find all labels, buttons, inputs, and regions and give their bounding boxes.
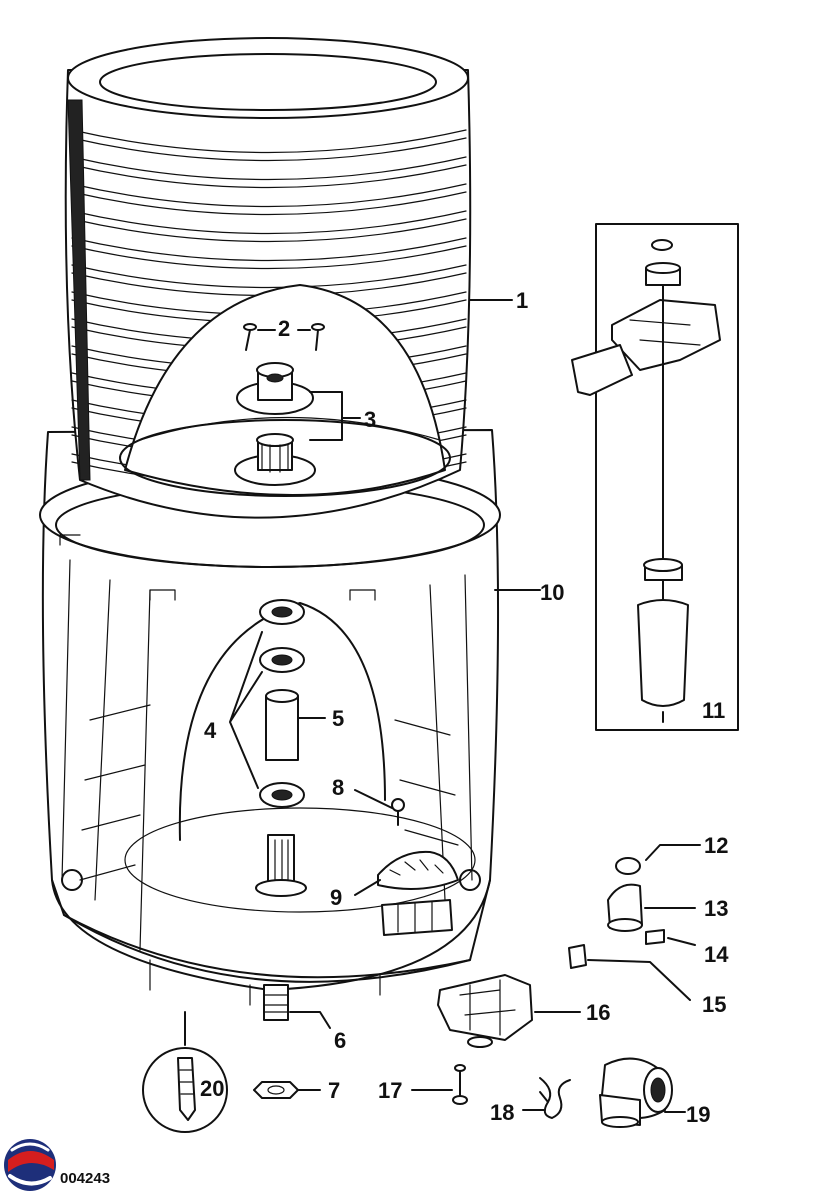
basket-rib: [71, 191, 467, 216]
basket-rib: [71, 129, 467, 154]
part-label-9: 9: [330, 885, 342, 910]
pump-and-fittings: [437, 857, 665, 1048]
part-label-6: 6: [334, 1028, 346, 1053]
water-level-switch-assembly: [571, 223, 739, 731]
basket-rib: [71, 264, 467, 289]
part-label-7: 7: [328, 1078, 340, 1103]
part-label-10: 10: [540, 580, 564, 605]
part-label-4: 4: [204, 718, 217, 743]
basket-rib: [71, 218, 467, 243]
drive-hub-and-coupling: [234, 362, 316, 486]
basket-rib: [71, 210, 467, 235]
part-label-20: 20: [200, 1076, 224, 1101]
part-label-17: 17: [378, 1078, 402, 1103]
small-parts-left: [142, 984, 299, 1133]
inner-basket: [64, 37, 472, 519]
basket-rib: [71, 237, 467, 262]
part-label-16: 16: [586, 1000, 610, 1025]
basket-rib: [71, 245, 467, 270]
part-label-19: 19: [686, 1102, 710, 1127]
part-label-15: 15: [702, 992, 726, 1017]
document-number: 004243: [60, 1170, 110, 1187]
part-label-1: 1: [516, 288, 528, 313]
part-label-3: 3: [364, 407, 376, 432]
part-label-14: 14: [704, 942, 729, 967]
hardware-bottom-right: [452, 1057, 673, 1128]
part-label-13: 13: [704, 896, 728, 921]
basket-rib: [71, 183, 467, 208]
part-labels: 1 2 3 4 5 6 7 8 9 10 11 12 13 14 15 16 1…: [200, 288, 729, 1127]
part-label-11: 11: [702, 698, 725, 723]
bearings-and-tube: [255, 599, 307, 897]
screws: [243, 323, 325, 351]
brand-logo: [4, 1139, 56, 1191]
screw-8: [391, 798, 405, 826]
basket-rib: [71, 164, 467, 189]
part-label-12: 12: [704, 833, 728, 858]
leader-lines: [184, 299, 701, 1113]
part-label-5: 5: [332, 706, 344, 731]
part-label-8: 8: [332, 775, 344, 800]
part-label-18: 18: [490, 1100, 514, 1125]
part-label-2: 2: [278, 316, 290, 341]
basket-rib: [71, 137, 467, 162]
basket-rib: [71, 156, 467, 181]
filter-assembly: [377, 850, 459, 936]
